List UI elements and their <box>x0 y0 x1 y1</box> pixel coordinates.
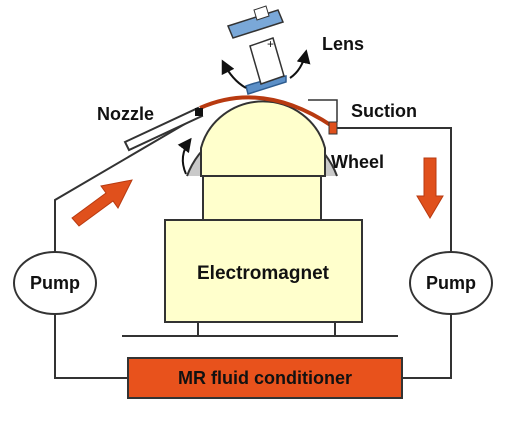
suction-pickup <box>328 121 338 135</box>
pump-left-label: Pump <box>30 273 80 293</box>
flow-arrow-down-right <box>416 157 444 219</box>
lens-spindle-cap <box>253 5 270 21</box>
flow-arrow-up-left <box>71 179 133 227</box>
lens-holder <box>249 37 285 85</box>
nozzle-label: Nozzle <box>97 104 154 124</box>
lens-motion-arrow-right <box>289 49 311 79</box>
wheel <box>200 100 326 177</box>
electromagnet-label: Electromagnet <box>197 263 330 284</box>
mr-fluid-conditioner <box>127 357 403 399</box>
suction-label: Suction <box>351 101 417 121</box>
mr-fluid-ribbon <box>199 95 334 128</box>
conditioner-label: MR fluid conditioner <box>178 368 352 388</box>
base-stand <box>122 322 398 337</box>
nozzle-tip <box>195 108 203 116</box>
pump-left <box>13 251 97 315</box>
rotation-arrow <box>177 137 192 175</box>
lens-assembly: + <box>221 5 311 95</box>
electromagnet-block <box>164 219 363 323</box>
lens-plus-sign: + <box>267 37 274 51</box>
pump-right <box>409 251 493 315</box>
lens-motion-arrow-left <box>221 59 247 89</box>
fluid-loop-lines <box>54 117 452 379</box>
lens-label: Lens <box>322 34 364 54</box>
pump-right-label: Pump <box>426 273 476 293</box>
wheel-label: Wheel <box>331 152 384 172</box>
lens <box>245 75 287 95</box>
suction-bracket <box>308 99 338 122</box>
